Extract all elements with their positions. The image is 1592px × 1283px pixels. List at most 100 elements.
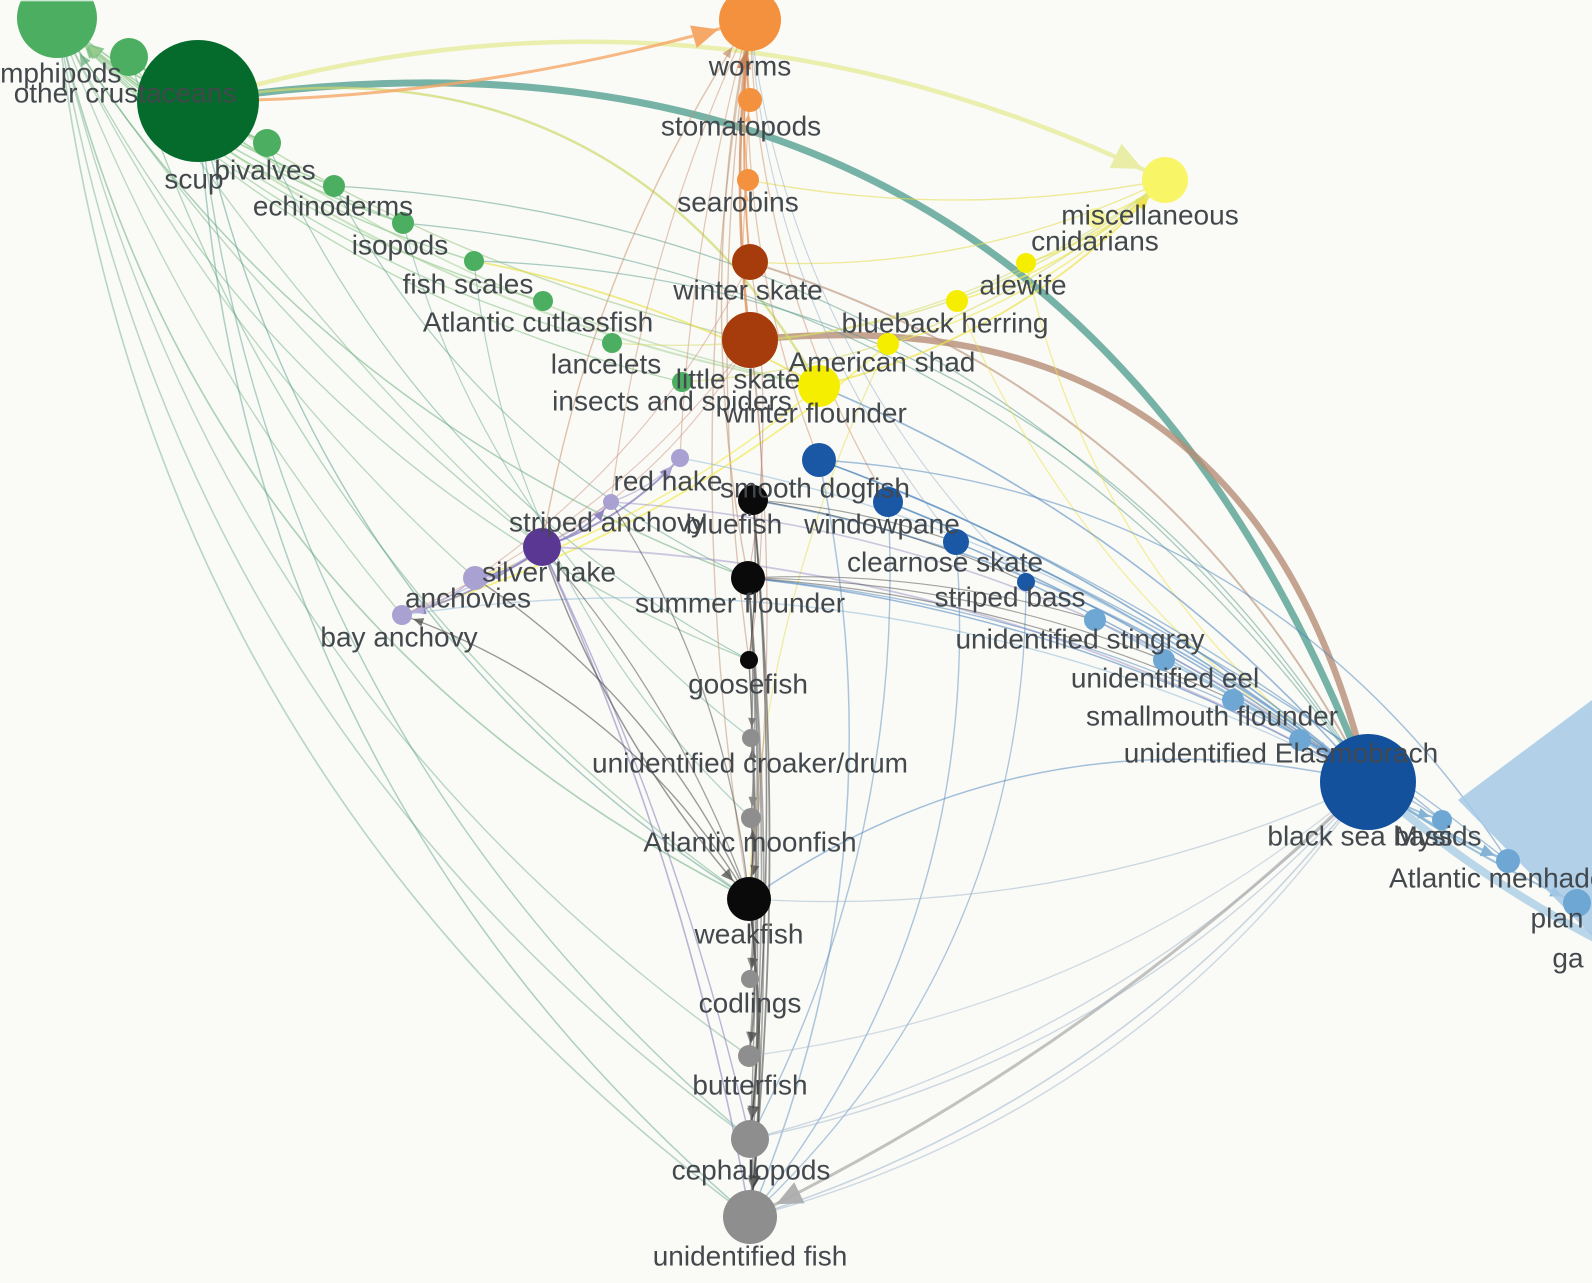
arrowhead-summer-flounder--amphipods-icon <box>79 53 91 67</box>
edge-bluefish--striped-bass <box>752 499 1027 583</box>
edge-cephalopods--scup <box>197 100 751 1140</box>
graph-flow-wedges <box>1458 700 1592 936</box>
node-striped-anchovy[interactable] <box>603 494 619 510</box>
edge-summer-flounder--worms <box>720 19 751 579</box>
node-bluefish[interactable] <box>738 485 768 515</box>
node-cnidarians[interactable] <box>1086 208 1106 228</box>
graph-nodes <box>17 0 1591 1244</box>
node-winter-skate[interactable] <box>732 244 768 280</box>
node-label-cephalopods: cephalopods <box>672 1154 831 1185</box>
node-echinoderms[interactable] <box>323 175 345 197</box>
node-bivalves[interactable] <box>253 129 281 157</box>
arrowhead-scup--worms-icon <box>690 25 719 48</box>
node-striped-bass[interactable] <box>1017 573 1035 591</box>
arrowhead-weakfish--butterfish-icon <box>747 1031 758 1044</box>
node-label-butterfish: butterfish <box>692 1069 807 1100</box>
edge-striped-bass--worms <box>749 19 1027 583</box>
node-label-anchovies: anchovies <box>405 582 531 613</box>
node-unidentified-eel[interactable] <box>1153 649 1175 671</box>
node-label-bivalves: bivalves <box>214 154 315 185</box>
node-blueback-herring[interactable] <box>946 290 968 312</box>
edge-summer-flounder--smallmouth-flounder <box>747 577 1234 701</box>
node-label-isopods: isopods <box>352 229 449 260</box>
node-atlantic-menhaden[interactable] <box>1496 849 1520 873</box>
edge-winter-flounder--miscellaneous <box>818 179 1166 387</box>
node-label-lancelets: lancelets <box>551 348 662 379</box>
node-unidentified-elasmobrach[interactable] <box>1289 729 1311 751</box>
node-unidentified-fish[interactable] <box>723 1190 777 1244</box>
edge-anchovies--amphipods <box>56 17 476 579</box>
node-atlantic-moonfish[interactable] <box>741 808 761 828</box>
arrowhead-winter-skate--stomatopods-icon <box>744 113 752 123</box>
node-winter-flounder[interactable] <box>798 365 840 407</box>
edge-butterfish--black-sea-bass <box>748 781 1369 1057</box>
node-label-searobins: searobins <box>677 186 798 217</box>
node-worms[interactable] <box>719 0 781 51</box>
edge-silver-hake--worms <box>541 19 751 548</box>
node-clearnose-skate[interactable] <box>943 529 969 555</box>
node-insects-and-spiders[interactable] <box>672 372 692 392</box>
node-summer-flounder[interactable] <box>731 561 765 595</box>
node-little-skate[interactable] <box>722 312 778 368</box>
node-searobins[interactable] <box>737 169 759 191</box>
node-unidentified-croaker-drum[interactable] <box>742 729 760 747</box>
edge-scup--miscellaneous <box>195 39 1168 183</box>
edge-unidentified-fish--amphipods <box>56 17 751 1218</box>
node-label-stomatopods: stomatopods <box>661 110 821 141</box>
edge-echinoderms--black-sea-bass <box>333 185 1369 783</box>
node-codlings[interactable] <box>741 970 759 988</box>
edge-weakfish--amphipods <box>56 17 750 900</box>
node-butterfish[interactable] <box>738 1045 760 1067</box>
node-black-sea-bass[interactable] <box>1320 734 1416 830</box>
node-bay-anchovy[interactable] <box>392 605 412 625</box>
node-cephalopods[interactable] <box>731 1120 769 1158</box>
node-american-shad[interactable] <box>877 333 899 355</box>
edge-cephalopods--black-sea-bass <box>749 781 1369 1140</box>
node-miscellaneous[interactable] <box>1142 157 1188 203</box>
node-stomatopods[interactable] <box>738 88 762 112</box>
node-label-black-sea-bass: black sea bass <box>1267 820 1452 851</box>
edge-black-sea-bass--weakfish <box>748 781 1369 903</box>
node-windowpane[interactable] <box>873 487 903 517</box>
node-unidentified-stingray[interactable] <box>1084 609 1106 631</box>
node-mysids[interactable] <box>1432 810 1452 830</box>
node-scup[interactable] <box>137 40 259 162</box>
node-amphipods[interactable] <box>17 0 97 58</box>
edge-silver-hake--black-sea-bass <box>541 546 1369 783</box>
node-isopods[interactable] <box>392 212 414 234</box>
node-red-hake[interactable] <box>671 449 689 467</box>
node-label-fish-scales: fish scales <box>403 268 534 299</box>
node-silver-hake[interactable] <box>523 528 561 566</box>
node-smooth-dogfish[interactable] <box>802 443 836 477</box>
node-plan[interactable] <box>1563 889 1591 917</box>
edge-smooth-dogfish--atlantic-menhaden <box>818 459 1509 862</box>
edge-american-shad--miscellaneous <box>887 179 1166 345</box>
node-alewife[interactable] <box>1016 253 1036 273</box>
edge-windowpane--cephalopods <box>749 501 891 1140</box>
node-label-mysids: Mysids <box>1394 820 1481 851</box>
node-weakfish[interactable] <box>727 877 771 921</box>
node-other-crustaceans[interactable] <box>110 38 148 76</box>
node-lancelets[interactable] <box>602 333 622 353</box>
node-label-windowpane: windowpane <box>803 508 960 539</box>
edge-little-skate--silver-hake <box>541 339 751 548</box>
edge-scup--black-sea-bass <box>194 79 1372 786</box>
node-anchovies[interactable] <box>463 566 487 590</box>
node-fish-scales[interactable] <box>464 251 484 271</box>
node-label-smallmouth-flounder: smallmouth flounder <box>1086 700 1338 731</box>
edge-windowpane--atlantic-menhaden <box>887 501 1509 862</box>
node-label-echinoderms: echinoderms <box>253 190 413 221</box>
node-atlantic-cutlassfish[interactable] <box>533 291 553 311</box>
node-goosefish[interactable] <box>740 651 758 669</box>
node-smallmouth-flounder[interactable] <box>1222 689 1244 711</box>
edge-red-hake--worms <box>679 19 751 459</box>
edge-smooth-dogfish--unidentified-fish <box>749 459 850 1218</box>
arrowhead-weakfish--bay-anchovy-icon <box>413 618 425 627</box>
arrowhead-insects-and-spiders--amphipods-icon <box>85 48 96 60</box>
edge-red-hake--black-sea-bass <box>679 457 1369 783</box>
arrowhead-winter-flounder--amphipods-icon <box>88 45 101 58</box>
node-label-unidentified-elasmobrach: unidentified Elasmobrach <box>1124 737 1438 768</box>
node-label-unidentified-fish: unidentified fish <box>653 1240 848 1271</box>
